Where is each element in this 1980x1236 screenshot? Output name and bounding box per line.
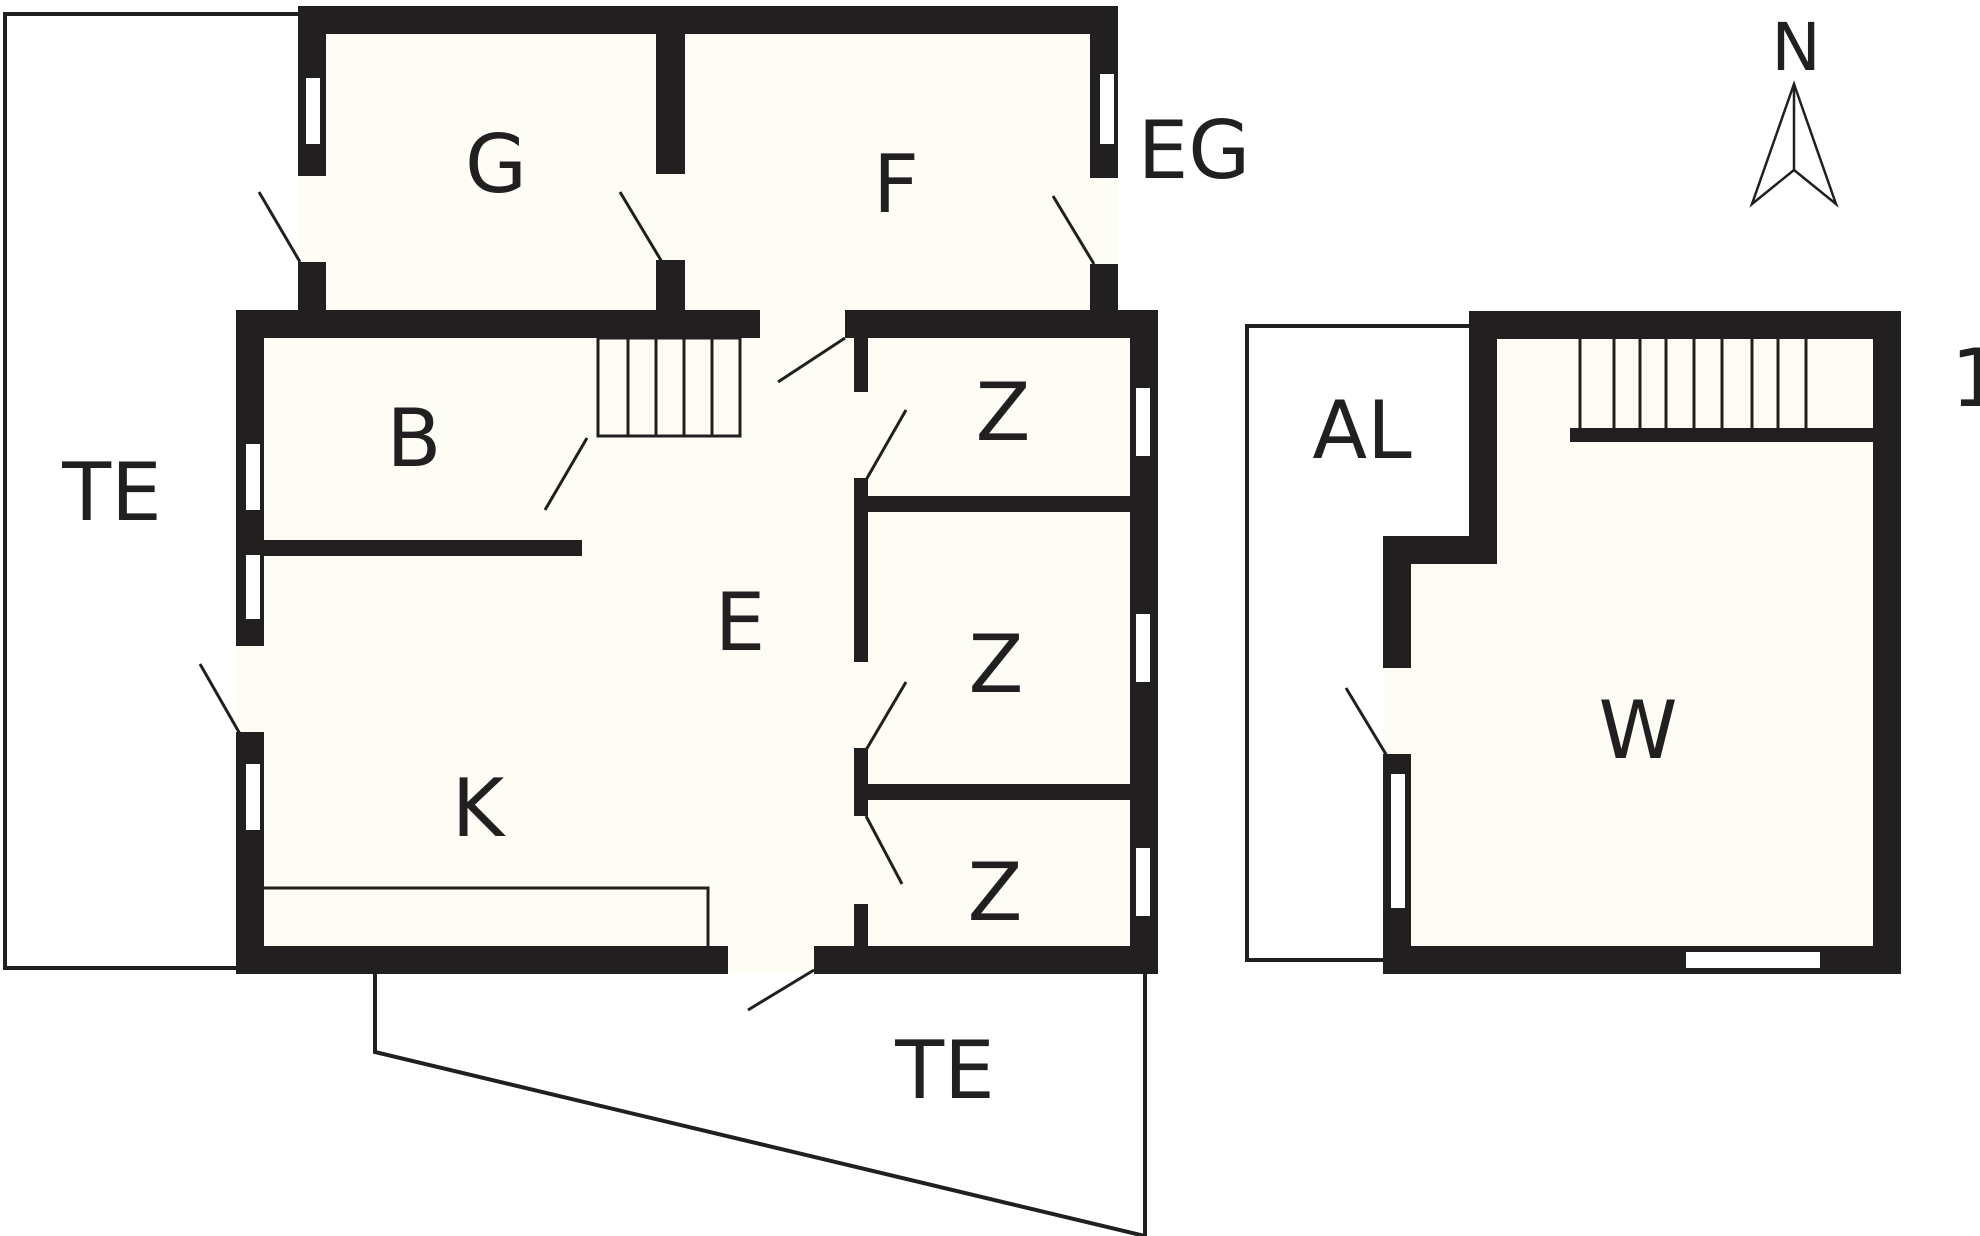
room-label-b: B bbox=[387, 392, 442, 485]
room-label-al: AL bbox=[1312, 384, 1412, 477]
floor-1: AL W 1. bbox=[1245, 311, 1980, 974]
doors-eg bbox=[198, 174, 1118, 1012]
room-label-w: W bbox=[1598, 684, 1677, 777]
kitchen-counter bbox=[264, 886, 710, 946]
room-label-z1: Z bbox=[976, 366, 1031, 459]
room-label-g: G bbox=[465, 118, 527, 211]
window-w-south bbox=[1686, 952, 1820, 968]
room-label-z3: Z bbox=[968, 846, 1023, 939]
north-arrow-icon bbox=[1749, 80, 1839, 208]
compass-label: N bbox=[1771, 9, 1820, 86]
room-label-te-west: TE bbox=[61, 446, 161, 539]
terrace-south bbox=[373, 966, 1147, 1236]
windows-eg bbox=[246, 74, 1150, 916]
floor-eg: TE G F B E K Z Z Z TE EG bbox=[3, 6, 1251, 1236]
floor-label-eg: EG bbox=[1138, 104, 1251, 197]
room-label-z2: Z bbox=[969, 618, 1024, 711]
floor-label-1: 1. bbox=[1951, 332, 1980, 425]
room-label-k: K bbox=[452, 762, 507, 855]
room-label-te-south: TE bbox=[894, 1024, 994, 1117]
compass: N bbox=[1749, 9, 1839, 208]
room-label-e: E bbox=[715, 576, 766, 669]
window-w-west bbox=[1391, 774, 1405, 908]
room-label-f: F bbox=[873, 138, 919, 231]
staircase-1 bbox=[1570, 339, 1873, 442]
staircase-eg bbox=[596, 336, 742, 438]
